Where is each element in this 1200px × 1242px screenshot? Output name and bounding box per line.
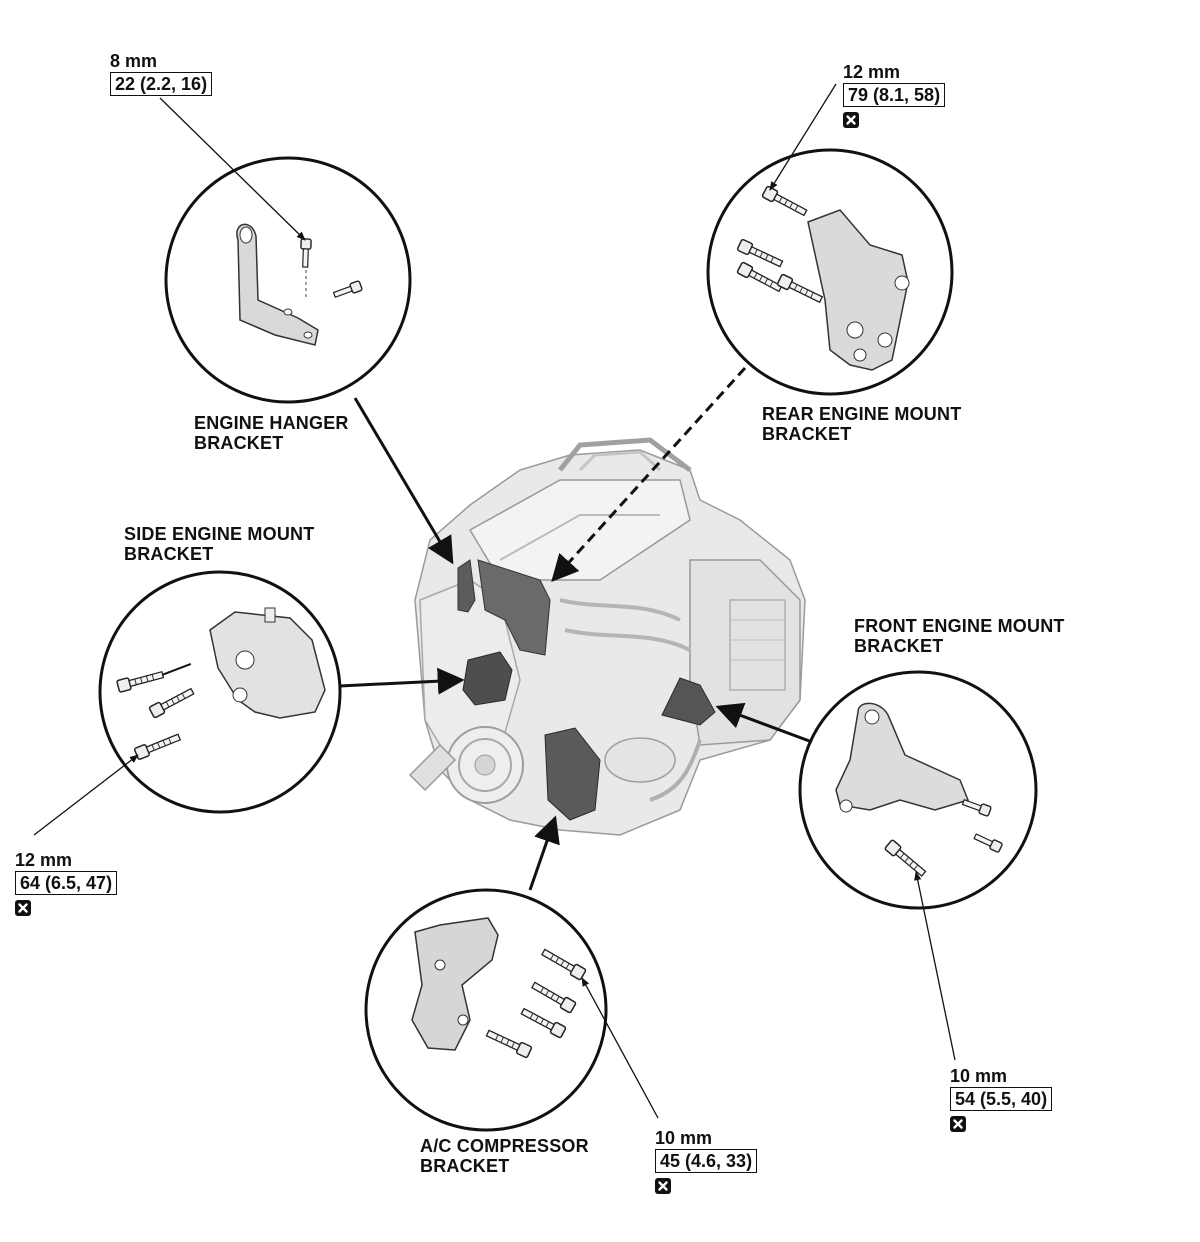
engine-hanger-torque-spec: 8 mm 22 (2.2, 16) [110,51,213,96]
torque-value: 22 (2.2, 16) [110,72,213,96]
replace-bolt-icon [655,1178,671,1194]
spec-pointer-lines [33,83,956,1119]
ac-compressor-label-line1: A/C COMPRESSOR [420,1136,589,1156]
ac-compressor-arrow [528,815,560,891]
ac-compressor-label-line2: BRACKET [420,1156,510,1176]
side-mount-label-line2: BRACKET [124,544,214,564]
engine-hanger-label: ENGINE HANGER BRACKET [194,413,349,453]
bolt-size: 10 mm [950,1066,1008,1086]
ac-compressor-detail-circle [364,888,608,1132]
engine-assembly [408,437,806,836]
ac-compressor-torque-spec: 10 mm 45 (4.6, 33) [655,1128,758,1194]
leader-arrows [339,366,813,891]
bolt-size: 12 mm [15,850,73,870]
torque-value: 79 (8.1, 58) [843,83,946,107]
front-mount-detail-circle [798,670,1038,910]
rear-mount-label: REAR ENGINE MOUNT BRACKET [762,404,961,444]
rear-mount-label-line2: BRACKET [762,424,852,444]
torque-value: 45 (4.6, 33) [655,1149,758,1173]
front-mount-torque-spec: 10 mm 54 (5.5, 40) [950,1066,1053,1132]
torque-value: 64 (6.5, 47) [15,871,118,895]
side-mount-label: SIDE ENGINE MOUNT BRACKET [124,524,314,564]
engine-hanger-arrow [353,397,454,565]
torque-value: 54 (5.5, 40) [950,1087,1053,1111]
side-mount-detail-circle [98,570,342,814]
side-mount-torque-spec: 12 mm 64 (6.5, 47) [15,850,118,916]
bolt-size: 12 mm [843,62,901,82]
front-mount-label-line2: BRACKET [854,636,944,656]
replace-bolt-icon [843,112,859,128]
rear-mount-label-line1: REAR ENGINE MOUNT [762,404,962,424]
rear-mount-torque-spec: 12 mm 79 (8.1, 58) [843,62,946,128]
side-mount-label-line1: SIDE ENGINE MOUNT [124,524,315,544]
front-mount-label-line1: FRONT ENGINE MOUNT [854,616,1065,636]
engine-hanger-label-line1: ENGINE HANGER [194,413,349,433]
side-mount-arrow [339,667,465,695]
engine-hanger-label-line2: BRACKET [194,433,284,453]
ac-compressor-label: A/C COMPRESSOR BRACKET [420,1136,589,1176]
replace-bolt-icon [15,900,31,916]
front-mount-arrow [715,702,813,744]
engine-hanger-detail-circle [164,156,412,404]
bolt-size: 10 mm [655,1128,713,1148]
bolt-size: 8 mm [110,51,158,71]
replace-bolt-icon [950,1116,966,1132]
front-mount-label: FRONT ENGINE MOUNT BRACKET [854,616,1065,656]
rear-mount-detail-circle [706,148,954,396]
